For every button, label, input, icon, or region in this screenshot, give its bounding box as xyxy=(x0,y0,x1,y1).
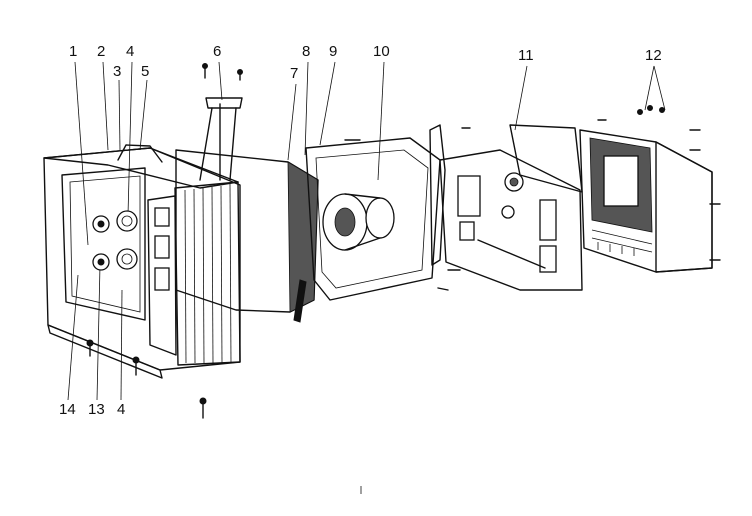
rear-frame xyxy=(305,137,461,301)
callout-10: 10 xyxy=(373,43,390,60)
callout-13: 13 xyxy=(88,401,105,418)
picture-tube xyxy=(175,63,319,323)
callout-4-top: 4 xyxy=(126,43,135,60)
back-cover xyxy=(579,105,721,273)
callout-6: 6 xyxy=(213,43,222,60)
chassis xyxy=(429,124,583,291)
callout-7: 7 xyxy=(290,65,299,82)
callout-4-bottom: 4 xyxy=(117,401,126,418)
callout-1: 1 xyxy=(69,43,78,60)
callout-12: 12 xyxy=(645,47,662,64)
callout-11: 11 xyxy=(518,47,534,64)
front-cabinet xyxy=(43,144,241,419)
callout-2: 2 xyxy=(97,43,106,60)
leader-lines xyxy=(67,61,666,401)
callout-14: 14 xyxy=(59,401,76,418)
callout-9: 9 xyxy=(329,43,338,60)
callout-3: 3 xyxy=(113,63,122,80)
callout-8: 8 xyxy=(302,43,311,60)
callout-5: 5 xyxy=(141,63,150,80)
